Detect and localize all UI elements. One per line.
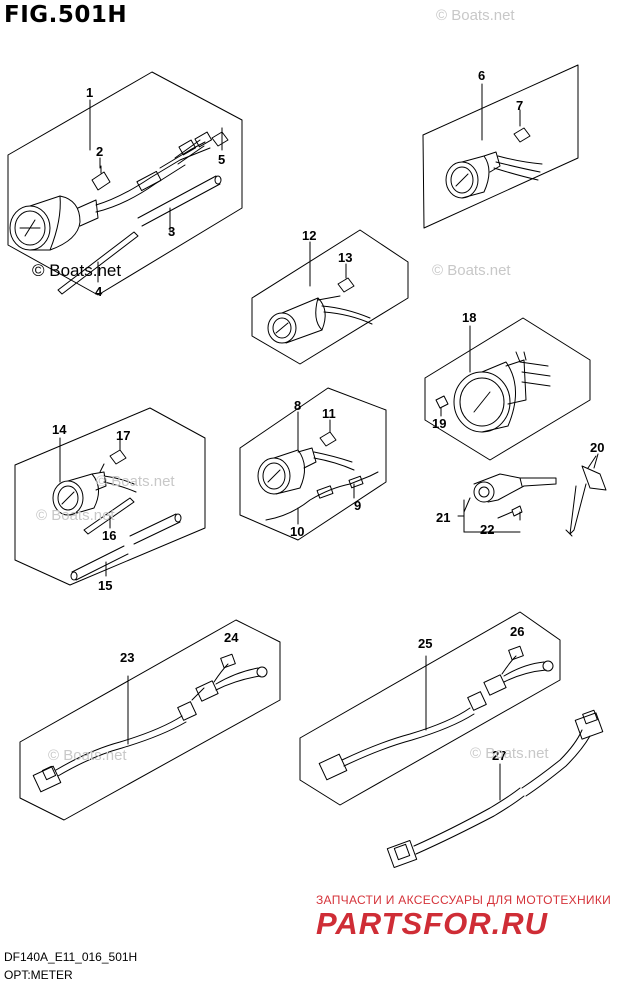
callout-8: 8	[294, 398, 301, 413]
callout-11: 11	[322, 406, 336, 421]
callout-24: 24	[224, 630, 239, 645]
meter-assembly-6	[445, 151, 543, 199]
watermark-text: © Boats.net	[470, 745, 549, 762]
callout-5: 5	[218, 152, 225, 167]
panel-group-25	[299, 611, 561, 806]
meter-assembly-8	[257, 447, 355, 495]
callout-16: 16	[102, 528, 116, 543]
panel-group-18	[424, 317, 591, 461]
brand-logo-text[interactable]: PARTSFOR.RU	[316, 906, 549, 941]
callout-7: 7	[516, 98, 523, 113]
panel-group-6	[422, 64, 579, 229]
panel-group-12	[251, 229, 409, 365]
figure-title: FIG.501H	[4, 2, 128, 28]
callout-26: 26	[510, 624, 524, 639]
tie-16	[83, 497, 135, 535]
callout-17: 17	[116, 428, 130, 443]
leader-lines	[59, 83, 597, 521]
bulb-19	[435, 395, 449, 417]
meter-assembly-14	[52, 463, 137, 516]
callout-13: 13	[338, 250, 352, 265]
panel-group-1	[7, 71, 243, 296]
watermark-text: © Boats.net	[48, 747, 127, 764]
watermark-text: © Boats.net	[96, 473, 175, 490]
watermark-text: © Boats.net	[432, 262, 511, 279]
callout-4: 4	[95, 284, 103, 299]
callout-23: 23	[120, 650, 134, 665]
callout-6: 6	[478, 68, 485, 83]
panel-group-14	[14, 407, 206, 586]
tube-15	[70, 513, 182, 581]
callout-15: 15	[98, 578, 112, 593]
watermark-text: © Boats.net	[36, 507, 115, 524]
callout-18: 18	[462, 310, 476, 325]
meter-assembly-18	[453, 351, 551, 433]
callout-19: 19	[432, 416, 446, 431]
shop-tagline: ЗАПЧАСТИ И АКСЕССУАРЫ ДЛЯ МОТОТЕХНИКИ	[316, 893, 612, 907]
panel-group-23	[19, 619, 281, 821]
meter-assembly-12	[267, 295, 373, 344]
harness-23	[32, 653, 268, 793]
bulb-5	[211, 127, 229, 147]
tube-3	[137, 175, 222, 233]
callout-1: 1	[86, 85, 93, 100]
watermark-dark-text: © Boats.net	[32, 261, 121, 280]
bulb-13	[337, 263, 355, 293]
watermark-text: © Boats.net	[436, 7, 515, 24]
callout-27: 27	[492, 748, 506, 763]
callout-brackets	[457, 499, 521, 533]
callout-14: 14	[52, 422, 67, 437]
bulb-2	[91, 159, 111, 191]
callout-3: 3	[168, 224, 175, 239]
panel-group-8	[239, 387, 387, 541]
callout-21: 21	[436, 510, 450, 525]
bulb-17	[109, 439, 127, 465]
callout-20: 20	[590, 440, 604, 455]
harness-25	[318, 645, 554, 781]
callout-10: 10	[290, 524, 304, 539]
callout-12: 12	[302, 228, 316, 243]
callout-2: 2	[96, 144, 103, 159]
model-code: DF140A_E11_016_501H	[4, 950, 138, 964]
meter-assembly-1	[9, 131, 213, 251]
bulb-7	[513, 109, 531, 143]
tie-4	[57, 231, 139, 295]
extension-cable-27	[386, 709, 604, 869]
callout-labels: 1 2 3 4 5 6 7 8 9 10 11 12 13 14 15 16 1…	[52, 68, 604, 763]
switch-20	[565, 453, 607, 537]
harness-10	[265, 471, 379, 525]
remote-lever-21	[473, 473, 557, 503]
callout-22: 22	[480, 522, 494, 537]
callout-9: 9	[354, 498, 361, 513]
diagram-caption: OPT:METER	[4, 968, 73, 982]
bulb-11	[319, 419, 337, 447]
callout-25: 25	[418, 636, 432, 651]
watermarks: © Boats.net © Boats.net © Boats.net © Bo…	[32, 7, 549, 764]
